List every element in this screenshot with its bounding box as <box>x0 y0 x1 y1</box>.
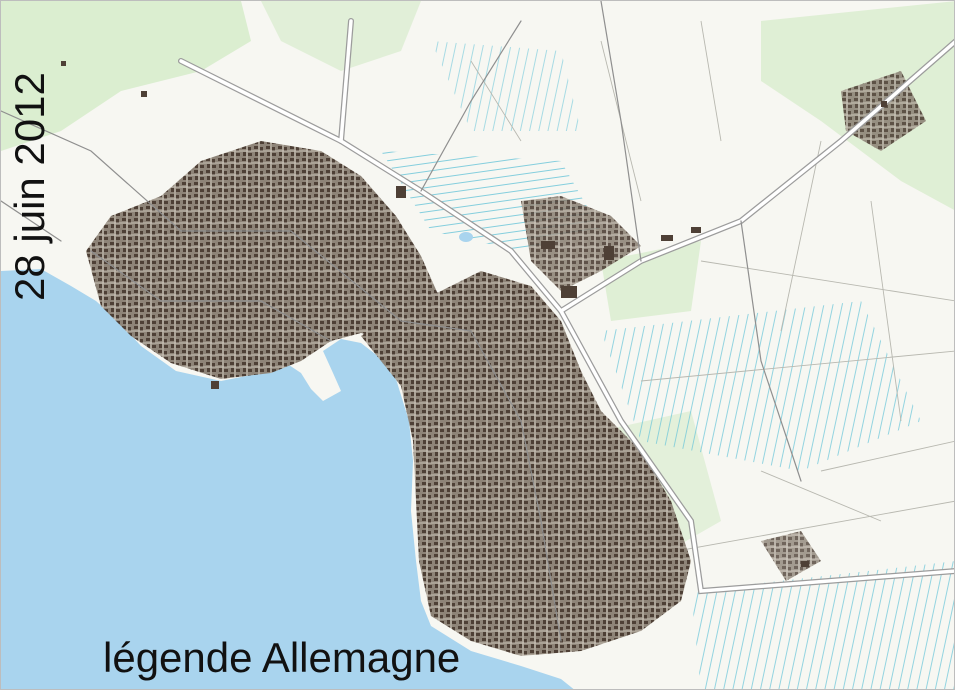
marsh-ditches-layer <box>381 41 954 689</box>
village-southeast <box>761 531 821 581</box>
building <box>801 561 809 567</box>
marsh-ditches <box>431 41 581 131</box>
secondary-road <box>420 20 522 192</box>
roads-layer <box>1 1 954 642</box>
secondary-road <box>1 200 62 242</box>
building <box>541 241 555 249</box>
building <box>691 227 701 233</box>
secondary-road <box>740 220 802 482</box>
secondary-road <box>90 250 332 342</box>
building <box>141 91 147 97</box>
secondary-road <box>600 1 642 262</box>
legend-label: légende Allemagne <box>103 634 461 681</box>
building <box>881 101 887 107</box>
vegetation-area <box>601 241 701 321</box>
building-dots <box>61 61 887 567</box>
pond <box>459 232 473 242</box>
marsh-ditches <box>601 301 921 471</box>
building <box>604 246 614 260</box>
building <box>561 286 577 298</box>
main-road <box>339 19 353 143</box>
bay-water <box>1 269 574 689</box>
building <box>211 381 219 389</box>
village-northeast <box>841 71 926 151</box>
vegetation-area <box>1 1 251 151</box>
secondary-road <box>1 110 472 332</box>
urban-layer <box>86 71 926 656</box>
date-label: 28 juin 2012 <box>6 72 53 301</box>
vegetation-area <box>261 1 421 71</box>
urban-area-west <box>86 141 441 379</box>
building <box>396 186 406 198</box>
secondary-roads <box>1 1 802 642</box>
industrial-area <box>521 196 641 291</box>
building <box>61 61 66 66</box>
main-road <box>559 309 954 593</box>
urban-area-south <box>361 271 691 656</box>
marsh-ditches <box>691 561 954 689</box>
secondary-road <box>470 330 562 642</box>
building <box>661 235 673 241</box>
